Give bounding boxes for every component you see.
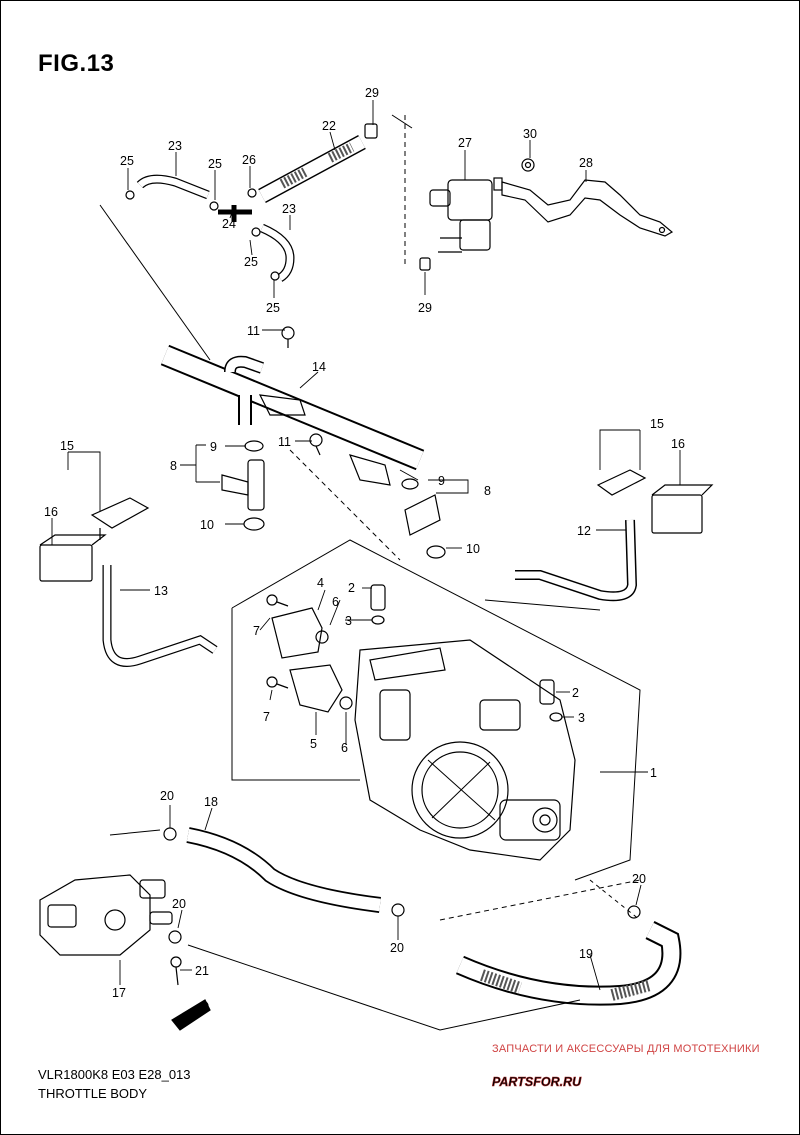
callout-14: 14 <box>312 360 326 374</box>
idle-valve <box>39 874 182 986</box>
callout-7: 7 <box>263 710 270 724</box>
diagram-code: VLR1800K8 E03 E28_013 <box>38 1067 191 1082</box>
callout-15: 15 <box>60 439 74 453</box>
callout-28: 28 <box>579 156 593 170</box>
callout-5: 5 <box>310 737 317 751</box>
callout-25: 25 <box>266 301 280 315</box>
callout-23: 23 <box>282 202 296 216</box>
watermark-logo: PARTSFOR.RU <box>492 1075 583 1090</box>
callout-19: 19 <box>579 947 593 961</box>
callout-8: 8 <box>484 484 491 498</box>
callout-20: 20 <box>390 941 404 955</box>
callout-18: 18 <box>204 795 218 809</box>
callout-20: 20 <box>172 897 186 911</box>
callout-6: 6 <box>341 741 348 755</box>
callout-11: 11 <box>247 324 260 338</box>
callout-26: 26 <box>242 153 256 167</box>
callout-8: 8 <box>170 459 177 473</box>
adjust-screws <box>370 584 563 722</box>
svg-text:PARTSFOR.RU: PARTSFOR.RU <box>492 1075 582 1089</box>
fwd-arrow-icon <box>171 999 211 1031</box>
coolant-hose-19 <box>455 905 682 1006</box>
throttle-body <box>354 639 576 861</box>
fuel-rail <box>160 326 425 486</box>
callout-13: 13 <box>154 584 168 598</box>
callout-25: 25 <box>244 255 258 269</box>
diagram-name: THROTTLE BODY <box>38 1086 148 1101</box>
callout-22: 22 <box>322 119 336 133</box>
figure-title: FIG.13 <box>38 50 115 77</box>
callout-29: 29 <box>418 301 432 315</box>
callout-10: 10 <box>466 542 480 556</box>
callout-16: 16 <box>44 505 58 519</box>
callout-17: 17 <box>112 986 126 1000</box>
throttle-sensors <box>266 594 353 713</box>
callout-29: 29 <box>365 86 379 100</box>
callout-3: 3 <box>578 711 585 725</box>
watermark-tagline: ЗАПЧАСТИ И АКСЕССУАРЫ ДЛЯ МОТОТЕХНИКИ <box>492 1043 760 1055</box>
callout-4: 4 <box>317 576 324 590</box>
callout-16: 16 <box>671 437 685 451</box>
callout-2: 2 <box>572 686 579 700</box>
callout-10: 10 <box>200 518 214 532</box>
callout-20: 20 <box>160 789 174 803</box>
callout-9: 9 <box>438 474 445 488</box>
solenoid-valve-assembly <box>419 158 674 271</box>
coolant-hose-18 <box>163 827 405 917</box>
callout-7: 7 <box>253 624 260 638</box>
assembly-guide-lines <box>99 114 641 1031</box>
callout-6: 6 <box>332 595 339 609</box>
callout-21: 21 <box>195 964 209 978</box>
callout-2: 2 <box>348 581 355 595</box>
callout-27: 27 <box>458 136 472 150</box>
callout-labels: 29 22 23 25 25 26 23 24 25 25 27 30 28 2… <box>44 86 685 1024</box>
leader-lines <box>51 100 681 991</box>
callout-1: 1 <box>650 766 657 780</box>
callout-12: 12 <box>577 524 591 538</box>
callout-15: 15 <box>650 417 664 431</box>
callout-25: 25 <box>120 154 134 168</box>
callout-25: 25 <box>208 157 222 171</box>
callout-3: 3 <box>345 614 352 628</box>
right-coupler-and-hose <box>515 469 714 602</box>
callout-9: 9 <box>210 440 217 454</box>
vacuum-hose-group <box>125 123 378 282</box>
fuel-injectors <box>221 440 446 559</box>
callout-24: 24 <box>222 217 236 231</box>
callout-20: 20 <box>632 872 646 886</box>
callout-11: 11 <box>278 435 291 449</box>
callout-30: 30 <box>523 127 537 141</box>
callout-23: 23 <box>168 139 182 153</box>
left-coupler-and-hose <box>39 497 218 667</box>
